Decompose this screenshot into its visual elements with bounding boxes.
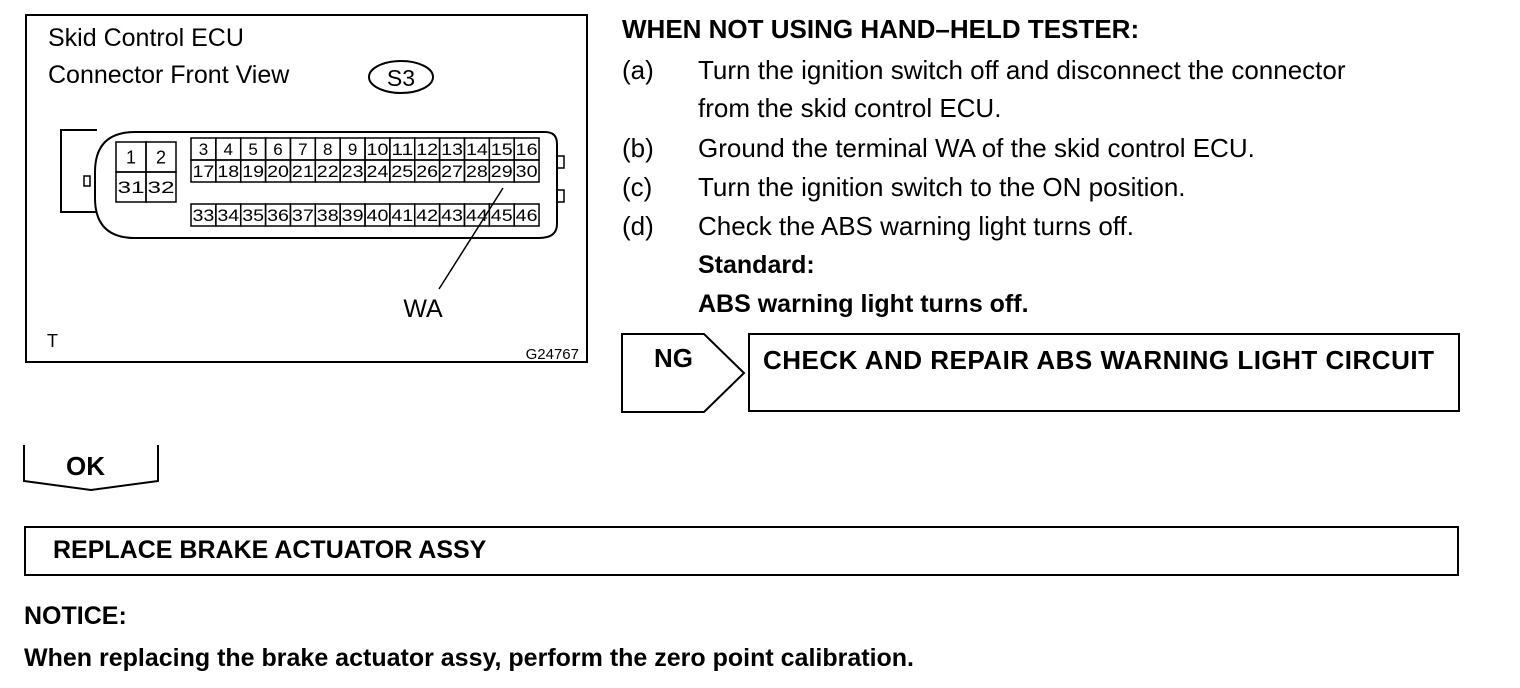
wa-leader-line [438,187,504,290]
terminal-number: 37 [292,206,314,225]
standard-label: Standard: [698,251,815,279]
terminal-number: 41 [391,206,413,225]
terminal-number: 46 [516,206,538,225]
terminal-number: 33 [193,206,215,225]
figure-title-line1: Skid Control ECU [48,24,244,52]
step-d-letter: (d) [622,211,654,241]
connector-latch [60,129,97,213]
terminal-number: 44 [466,206,488,225]
procedure-heading: WHEN NOT USING HAND–HELD TESTER: [622,14,1140,44]
terminal-number: 26 [416,162,438,181]
terminal-number: 27 [441,162,463,181]
terminal-number: 19 [242,162,264,181]
terminal-number: 20 [267,162,289,181]
step-d-text: Check the ABS warning light turns off. [698,211,1134,241]
replace-box: REPLACE BRAKE ACTUATOR ASSY [24,526,1459,576]
figure-code: G24767 [526,346,579,361]
connector-code-oval [368,60,434,94]
terminal-number: 11 [391,140,413,159]
terminal-number: 14 [466,140,488,159]
figure-title-line2: Connector Front View [48,61,290,89]
terminal-cell [513,203,540,227]
terminal-number: 4 [224,140,233,159]
terminal-number: 36 [267,206,289,225]
terminal-number: 9 [348,140,357,159]
corner-mark: T [47,331,58,351]
connector-body [94,131,558,239]
step-a-text-line2: from the skid control ECU. [698,93,1002,123]
terminal-number: 25 [391,162,413,181]
step-a-letter: (a) [622,55,654,85]
step-c-letter: (c) [622,172,653,202]
terminal-number: 45 [491,206,513,225]
terminal-number: 42 [416,206,438,225]
terminal-number: 38 [317,206,339,225]
terminal-number: 12 [416,140,438,159]
terminal-number: 24 [367,162,389,181]
step-a-text-line1: Turn the ignition switch off and disconn… [698,55,1346,85]
terminal-number: 31 [118,178,145,197]
terminal-number: 3 [199,140,208,159]
terminal-number: 2 [156,147,166,167]
terminal-number: 30 [516,162,538,181]
terminal-number: 18 [217,162,239,181]
terminal-cell [513,159,540,183]
ng-result-text: CHECK AND REPAIR ABS WARNING LIGHT CIRCU… [763,345,1435,375]
replace-text: REPLACE BRAKE ACTUATOR ASSY [53,536,487,564]
step-b-text: Ground the terminal WA of the skid contr… [698,133,1255,163]
notice-label: NOTICE: [24,602,127,630]
standard-value: ABS warning light turns off. [698,290,1029,318]
notice-text: When replacing the brake actuator assy, … [24,644,915,672]
terminal-number: 23 [342,162,364,181]
ng-result-box: CHECK AND REPAIR ABS WARNING LIGHT CIRCU… [748,333,1460,412]
terminal-number: 10 [367,140,389,159]
terminal-number: 1 [126,147,136,167]
terminal-number: 17 [193,162,215,181]
terminal-number: 34 [217,206,239,225]
terminal-number: 28 [466,162,488,181]
terminal-number: 13 [441,140,463,159]
terminal-cell [145,171,177,203]
terminal-number: 5 [248,140,257,159]
terminal-number: 16 [516,140,538,159]
connector-figure: Skid Control ECU Connector Front View S3… [25,14,588,363]
terminal-number: 29 [491,162,513,181]
terminal-number: 40 [367,206,389,225]
terminal-number: 21 [292,162,314,181]
terminal-number: 8 [323,140,332,159]
terminal-number: 22 [317,162,339,181]
terminal-number: 6 [273,140,282,159]
terminal-number: 7 [298,140,307,159]
ng-arrow [621,333,746,413]
connector-code-label: S3 [387,65,415,91]
ok-arrow [23,445,159,492]
terminal-number: 35 [242,206,264,225]
ng-label: NG [654,343,693,373]
terminal-number: 39 [342,206,364,225]
step-b-letter: (b) [622,133,654,163]
ok-label: OK [66,451,105,481]
terminal-number: 43 [441,206,463,225]
terminal-label-wa: WA [403,295,443,323]
terminal-number: 32 [148,178,175,197]
step-c-text: Turn the ignition switch to the ON posit… [698,172,1186,202]
terminal-number: 15 [491,140,513,159]
